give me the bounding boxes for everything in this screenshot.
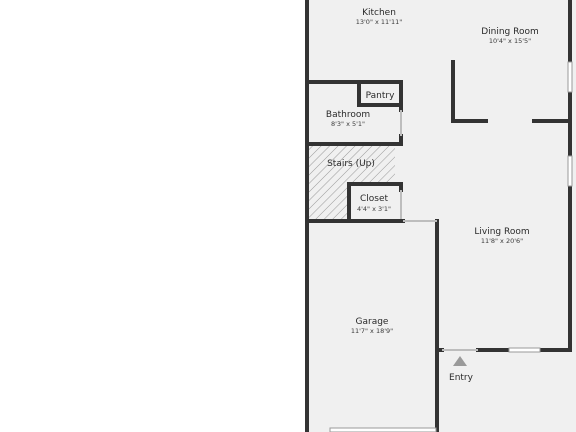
room-labels: Kitchen 13'0" x 11'11" Dining Room 10'4"…: [326, 8, 539, 335]
dining-room-dims: 10'4" x 15'5": [489, 37, 531, 45]
window-right-upper: [567, 61, 573, 93]
garage-dims: 11'7" x 18'9": [351, 327, 393, 335]
stairs-name: Stairs (Up): [327, 159, 375, 169]
entry-label: Entry: [449, 373, 474, 383]
window-right-lower: [567, 155, 573, 187]
dining-room-name: Dining Room: [481, 27, 539, 37]
living-room-name: Living Room: [474, 227, 529, 237]
bathroom-dims: 8'3" x 5'1": [331, 120, 365, 128]
bathroom-name: Bathroom: [326, 110, 370, 120]
window-garage-bottom: [329, 427, 437, 432]
pantry-name: Pantry: [366, 91, 395, 101]
living-room-dims: 11'8" x 20'6": [481, 237, 523, 245]
window-bottom: [508, 347, 541, 353]
closet-name: Closet: [360, 194, 389, 204]
garage-name: Garage: [356, 317, 389, 327]
openings: [329, 61, 573, 432]
kitchen-dims: 13'0" x 11'11": [356, 18, 402, 26]
kitchen-name: Kitchen: [362, 8, 396, 18]
triangle-up-icon: [453, 356, 467, 366]
walls: [305, 0, 572, 432]
closet-dims: 4'4" x 3'1": [357, 205, 391, 213]
